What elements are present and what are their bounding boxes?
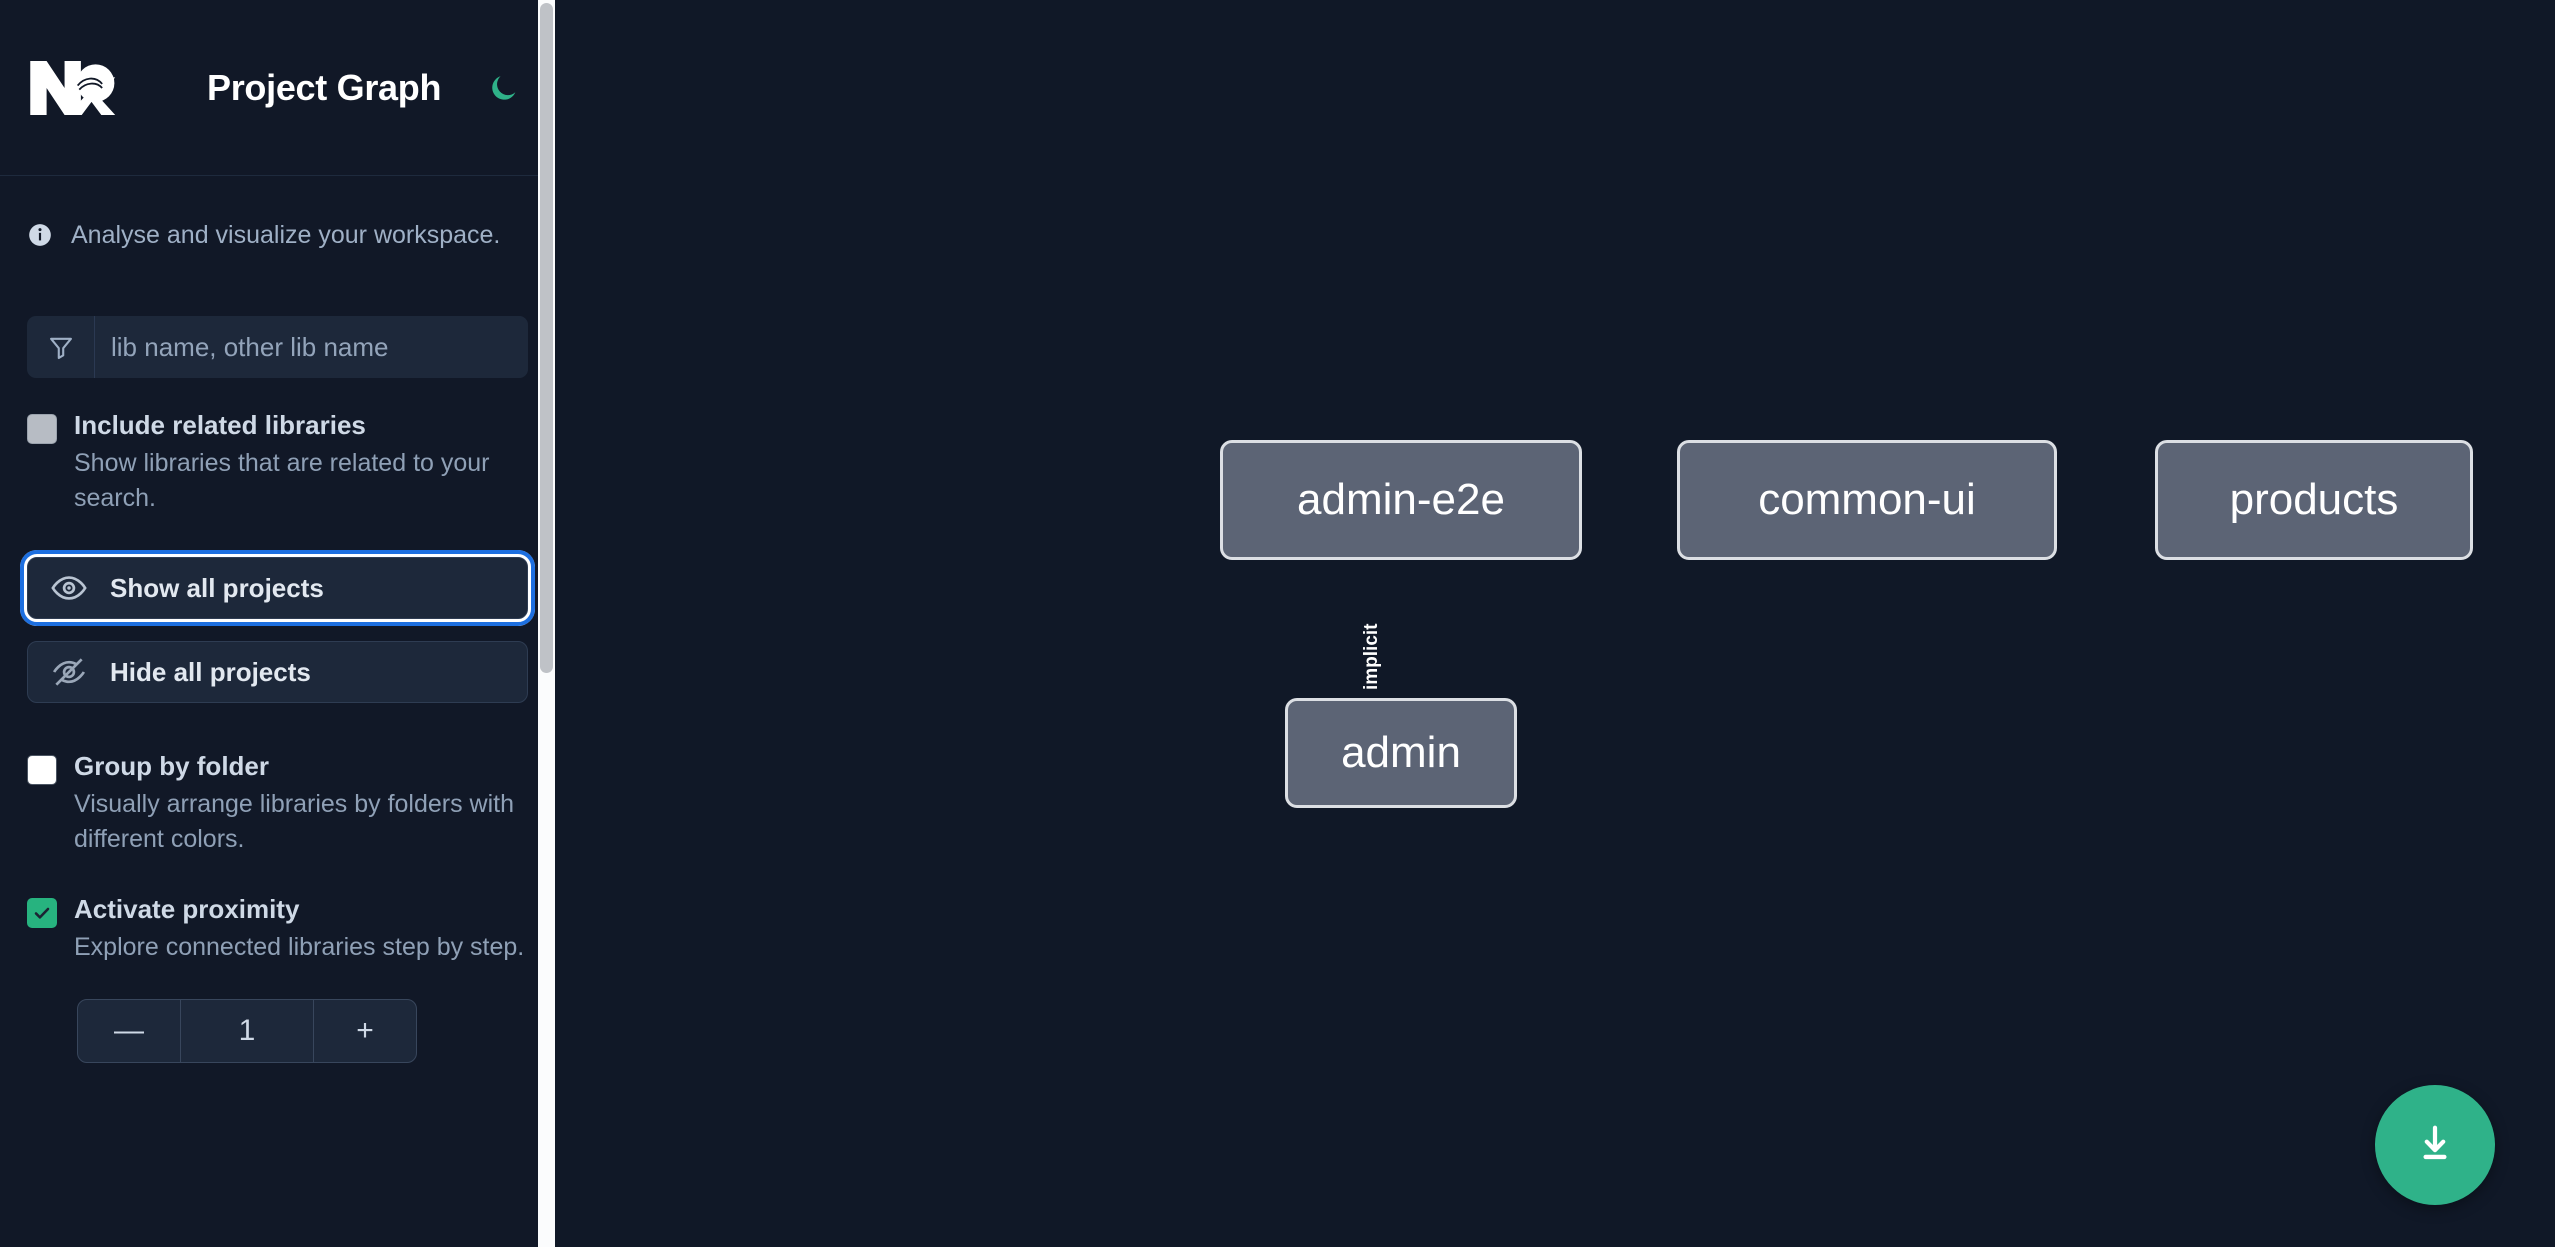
hide-all-projects-label: Hide all projects: [110, 656, 311, 687]
include-related-label: Include related libraries: [74, 410, 366, 440]
sidebar: Project Graph Analyse and visualize your…: [0, 0, 555, 1247]
proximity-stepper: — 1 +: [77, 998, 417, 1063]
download-graph-button[interactable]: [2375, 1085, 2495, 1205]
nx-logo-icon: [27, 56, 125, 120]
moon-icon[interactable]: [483, 67, 525, 109]
search-bar[interactable]: [27, 316, 528, 378]
edge-label-admin: implicit: [1361, 623, 1382, 690]
visibility-buttons: Show all projects Hide all projects: [20, 550, 535, 704]
option-include-related: Include related libraries Show libraries…: [27, 408, 528, 515]
proximity-value: 1: [238, 1013, 256, 1047]
include-related-checkbox[interactable]: [27, 414, 57, 444]
include-related-description: Show libraries that are related to your …: [74, 449, 490, 512]
group-by-folder-description: Visually arrange libraries by folders wi…: [74, 790, 515, 853]
activate-proximity-description: Explore connected libraries step by step…: [74, 933, 525, 962]
hide-all-projects-button[interactable]: Hide all projects: [27, 641, 528, 704]
sidebar-header: Project Graph: [0, 0, 555, 176]
activate-proximity-checkbox[interactable]: [27, 898, 57, 929]
graph-node-products[interactable]: products: [2155, 440, 2473, 560]
proximity-decrement-button[interactable]: —: [78, 999, 181, 1062]
info-icon: [27, 222, 53, 248]
group-by-folder-checkbox[interactable]: [27, 755, 57, 786]
option-activate-proximity: Activate proximity Explore connected lib…: [27, 892, 528, 965]
workspace-note-text: Analyse and visualize your workspace.: [71, 220, 501, 249]
group-by-folder-label: Group by folder: [74, 751, 269, 782]
graph-node-admin-e2e[interactable]: admin-e2e: [1220, 440, 1582, 560]
graph-node-admin[interactable]: admin: [1285, 698, 1517, 808]
graph-edges: [555, 0, 855, 150]
sidebar-body: Analyse and visualize your workspace. In…: [0, 176, 555, 1063]
show-all-projects-button[interactable]: Show all projects: [20, 550, 535, 627]
page-title: Project Graph: [207, 66, 442, 108]
sidebar-scrollbar[interactable]: [538, 0, 555, 1247]
graph-node-common-ui[interactable]: common-ui: [1677, 440, 2057, 560]
sidebar-scrollbar-thumb[interactable]: [540, 3, 553, 673]
activate-proximity-label: Activate proximity: [74, 894, 300, 925]
search-input[interactable]: [95, 316, 528, 378]
filter-icon: [27, 316, 95, 378]
option-group-by-folder: Group by folder Visually arrange librari…: [27, 749, 528, 856]
check-icon: [34, 907, 50, 919]
eye-off-icon: [50, 653, 88, 691]
show-all-projects-label: Show all projects: [110, 572, 324, 603]
proximity-increment-button[interactable]: +: [313, 999, 416, 1062]
workspace-note: Analyse and visualize your workspace.: [27, 176, 528, 286]
download-icon: [2412, 1121, 2458, 1170]
graph-canvas[interactable]: implicit implicit admin-e2e common-ui pr…: [555, 0, 2555, 1247]
eye-icon: [50, 569, 88, 607]
